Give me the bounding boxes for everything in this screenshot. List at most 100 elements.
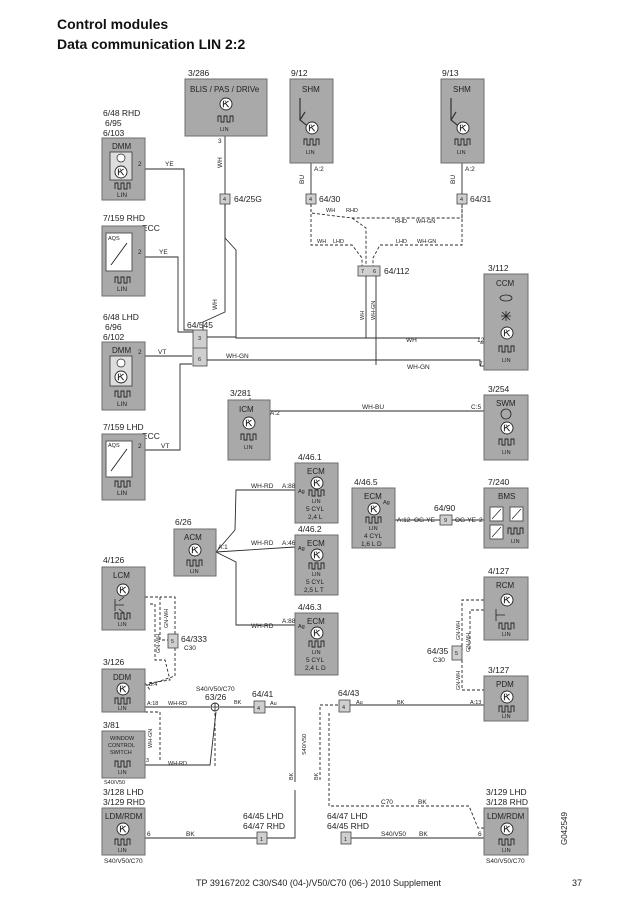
transceiver-icon [310,548,324,562]
connector-64-43 [338,699,351,713]
rcm-name: RCM [496,581,515,590]
connector-64-112 [357,265,381,277]
acm-bus: LIN [190,569,199,575]
module-ecc-lhd: 7/159 LHD ECC AQS LIN 2 VT [101,422,169,501]
svg-text:1: 1 [344,837,347,843]
svg-text:4: 4 [309,197,312,203]
ecm5-cyl: 4 CYL [364,533,382,540]
module-dmm-rhd: 6/48 RHD 6/95 6/103 DMM LIN 2 YE [101,108,174,201]
shm-right-bus: LIN [457,150,466,156]
ecc-lhd-ref: 7/159 LHD [103,422,144,432]
wire-whrd-ddm: WH-RD [168,701,187,707]
snowflake-icon [501,311,511,321]
wire-rhd-top: RHD [346,208,358,214]
connector-64-90 [439,514,453,526]
transceiver-icon [367,502,381,516]
wire-bk-ldm-right: BK [419,831,428,838]
connectors: 4 64/25G WH 4 64/30 4 64/31 WH RHD RHD W… [167,157,492,845]
connector-64-30 [305,193,317,205]
wire-c70-ldm: C70 [381,799,393,806]
ecm2-name: ECM [307,539,325,548]
wcs-ref: 3/81 [103,720,120,730]
wire-whgn-112: WH-GN [371,301,377,320]
transceiver-icon [305,121,319,135]
blis-bus: LIN [220,127,229,133]
light-icon [114,596,125,614]
wires-solid [145,136,484,839]
icm-box [227,399,271,461]
module-ldm-left: 3/128 LHD 3/129 RHD LDM/RDM LIN 6 S40/V5… [101,787,195,865]
ecm5-ref: 4/46.5 [354,477,378,487]
ddm-name: DDM [113,673,132,682]
connector-64-45-ref1: 64/45 LHD [243,811,284,821]
pdm-name: PDM [496,680,514,689]
lcm-box [101,566,146,631]
ecm5-bus: LIN [369,526,378,532]
transceiver-icon [310,476,324,490]
ldm-left-ref2: 3/129 RHD [103,797,145,807]
ccm-pin-12: 12 [477,337,485,344]
wire-vt-2: VT [161,443,169,450]
transceiver-icon [114,370,128,384]
wire-bk-pdm: BK [397,700,405,706]
connector-64-25g-ref: 64/25G [234,194,262,204]
ldm-right-ref2: 3/128 RHD [486,797,528,807]
transceiver-icon [242,416,256,430]
sensor-icon [105,232,133,272]
acm-box [173,528,217,577]
shm-right-name: SHM [453,85,471,94]
wire-whrd-wcs: WH-RD [168,761,187,767]
wire-gnwh-lcm2: GN-WH [156,634,162,653]
ccm-pin-7: 7 [479,361,483,368]
lcm-bus: LIN [118,622,127,628]
connector-64-25g [219,193,231,205]
dmm-lhd-name: DMM [112,346,131,355]
icm-name: ICM [239,405,254,414]
rcm-bus: LIN [502,632,511,638]
svg-text:4: 4 [342,705,345,711]
wire-gnwh-lcm: GN-WH [164,609,170,628]
ecm3-bus: LIN [312,650,321,656]
lcm-ref: 4/126 [103,555,125,565]
ecc-lhd-bus: LIN [117,490,127,497]
ldm-left-name: LDM/RDM [105,812,143,821]
ldm-left-var: S40/V50/C70 [104,858,143,865]
blis-pin: 3 [218,138,222,145]
wcs-bus: LIN [118,770,127,776]
wire-ogye-2: OG-YE [455,517,477,524]
wire-whgn-ccm: WH-GN [407,364,430,371]
wire-wh-ccm: WH [406,337,417,344]
connector-64-41-au: Au [270,701,277,707]
module-bms: 7/240 BMS LIN 2 [479,477,529,549]
ecm5-pin: A:12 [397,517,411,524]
dmm-rhd-bus: LIN [117,192,127,199]
ecm1-ag: Ag [298,489,305,495]
acm-name: ACM [184,533,202,542]
shm-right-ref: 9/13 [442,68,459,78]
wire-whbu: WH-BU [362,404,384,411]
wire-wh-top: WH [326,208,335,214]
ldm-right-var: S40/V50/C70 [486,858,525,865]
page-number: 37 [572,878,583,888]
ecm3-name: ECM [307,617,325,626]
wcs-var: S40/V50 [104,780,125,786]
svg-text:9: 9 [444,518,447,524]
icm-bus: LIN [244,445,253,451]
module-ecm-5: 4/46.5 ECM Ag LIN 4 CYL 1,6 L D A:12 OG-… [351,477,477,549]
svg-text:4: 4 [223,197,226,203]
acm-pin: A:1 [218,544,228,551]
shm-left-bus: LIN [306,150,315,156]
connector-64-35 [451,645,463,661]
ldm-right-pin: 6 [478,831,482,838]
pdm-pin: A:13 [470,700,481,706]
document-code: G042549 [560,812,569,845]
ddm-ref: 3/126 [103,657,125,667]
wire-lhd-mid: LHD [333,239,344,245]
wires-dashed [144,204,484,829]
module-ecc-rhd: 7/159 RHD ECC AQS LIN 2 YE [101,213,168,297]
transceiver-icon [219,97,233,111]
dmm-rhd-ref3: 6/103 [103,128,125,138]
module-shm-left: 9/12 SHM LIN A:2 BU [289,68,334,184]
ecm1-bus: LIN [312,499,321,505]
ecm5-eng: 1,6 L D [361,541,382,548]
